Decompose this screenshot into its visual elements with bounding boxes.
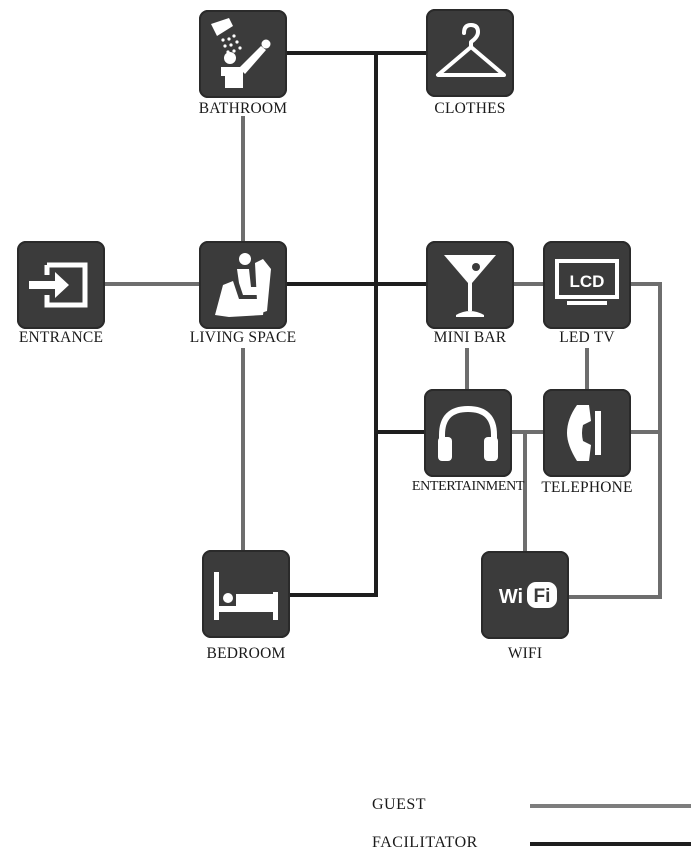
facilitator-connections — [285, 51, 429, 597]
clothes-node — [426, 9, 514, 97]
shower-icon — [211, 18, 271, 88]
wifi-icon: Wi Fi — [499, 582, 557, 608]
legend-guest-label: GUEST — [372, 796, 427, 813]
living-space-label: LIVING SPACE — [189, 329, 297, 346]
bedroom-node — [202, 550, 290, 638]
led-tv-label: LED TV — [559, 329, 615, 346]
legend-facilitator-line — [530, 842, 691, 846]
hanger-icon — [436, 23, 506, 77]
entertainment-node — [424, 389, 512, 477]
led-tv-node: LCD — [543, 241, 631, 329]
bed-icon — [214, 572, 278, 620]
living-space-node — [199, 241, 287, 329]
cocktail-glass-icon — [444, 255, 496, 317]
wifi-label: WIFI — [507, 645, 543, 662]
legend-facilitator-label: FACILITATOR — [372, 834, 478, 851]
lcd-tv-icon: LCD — [555, 259, 619, 305]
bedroom-label: BEDROOM — [206, 645, 286, 662]
mini-bar-label: MINI BAR — [433, 329, 507, 346]
legend-guest-line — [530, 804, 691, 808]
entrance-node — [17, 241, 105, 329]
wifi-badge-left: Wi — [499, 586, 523, 608]
bathroom-node — [199, 10, 287, 98]
entrance-icon — [29, 262, 88, 308]
telephone-icon — [567, 405, 601, 461]
wifi-node: Wi Fi — [481, 551, 569, 639]
clothes-label: CLOTHES — [434, 100, 506, 117]
telephone-label: TELEPHONE — [541, 479, 633, 496]
entertainment-label: ENTERTAINMENT — [411, 479, 525, 494]
telephone-node — [543, 389, 631, 477]
lcd-screen-text: LCD — [570, 272, 605, 291]
headphones-icon — [438, 405, 498, 461]
guest-connections — [103, 116, 662, 599]
entrance-label: ENTRANCE — [18, 329, 104, 346]
bathroom-label: BATHROOM — [198, 100, 288, 117]
mini-bar-node — [426, 241, 514, 329]
wifi-badge-right: Fi — [534, 586, 551, 607]
armchair-person-icon — [215, 253, 271, 317]
